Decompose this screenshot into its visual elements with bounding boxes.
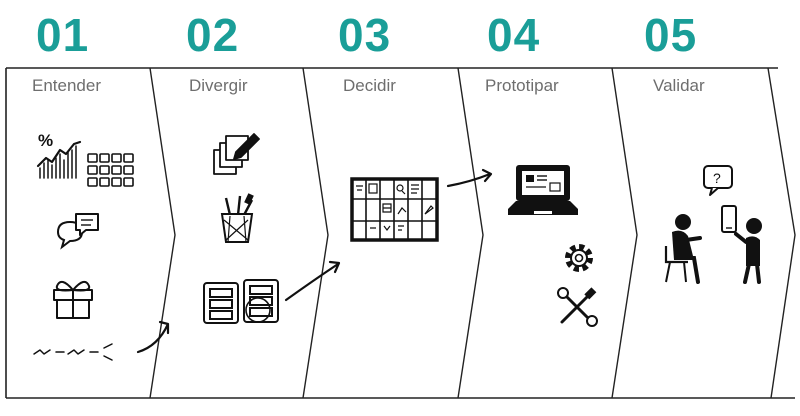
- percent-chart-icon: %: [36, 131, 82, 179]
- step-label-entender: Entender: [32, 76, 101, 95]
- question-bubble-icon: ?: [703, 165, 733, 196]
- arrow-1-to-2: [136, 320, 170, 354]
- frame: [5, 67, 796, 399]
- laptop-icon: [508, 165, 578, 215]
- tools-icon: [557, 287, 598, 327]
- chevron-divider-1: [149, 67, 176, 399]
- step-label-decidir: Decidir: [343, 76, 396, 95]
- chevron-divider-4: [611, 67, 638, 399]
- step-label-divergir: Divergir: [189, 76, 248, 95]
- arrow-3-to-4: [446, 168, 493, 188]
- svg-text:?: ?: [713, 170, 721, 186]
- gift-icon: [53, 280, 93, 319]
- smartphone-icon: [721, 205, 737, 233]
- sticky-notes-grid-icon: [87, 153, 134, 187]
- svg-text:%: %: [38, 131, 53, 150]
- arrow-2-to-3: [284, 260, 341, 302]
- step-number-05: 05: [644, 9, 698, 61]
- step-label-prototipar: Prototipar: [485, 76, 559, 95]
- storyboard-pages-icon: [203, 279, 279, 324]
- step-number-01: 01: [36, 9, 90, 61]
- chevron-divider-2: [302, 67, 329, 399]
- pencil-cup-icon: [220, 193, 254, 243]
- interview-people-icon: [664, 214, 762, 284]
- chevron-divider-3: [457, 67, 484, 399]
- chat-bubbles-icon: [56, 213, 99, 250]
- step-number-02: 02: [186, 9, 240, 61]
- step-label-validar: Validar: [653, 76, 705, 95]
- step-number-03: 03: [338, 9, 392, 61]
- sketch-papers-icon: [213, 133, 260, 175]
- chevron-end: [767, 67, 796, 399]
- step-number-04: 04: [487, 9, 541, 61]
- storyboard-board-icon: [350, 177, 439, 242]
- gear-icon: [565, 244, 593, 272]
- dashed-path-icon: [33, 343, 113, 361]
